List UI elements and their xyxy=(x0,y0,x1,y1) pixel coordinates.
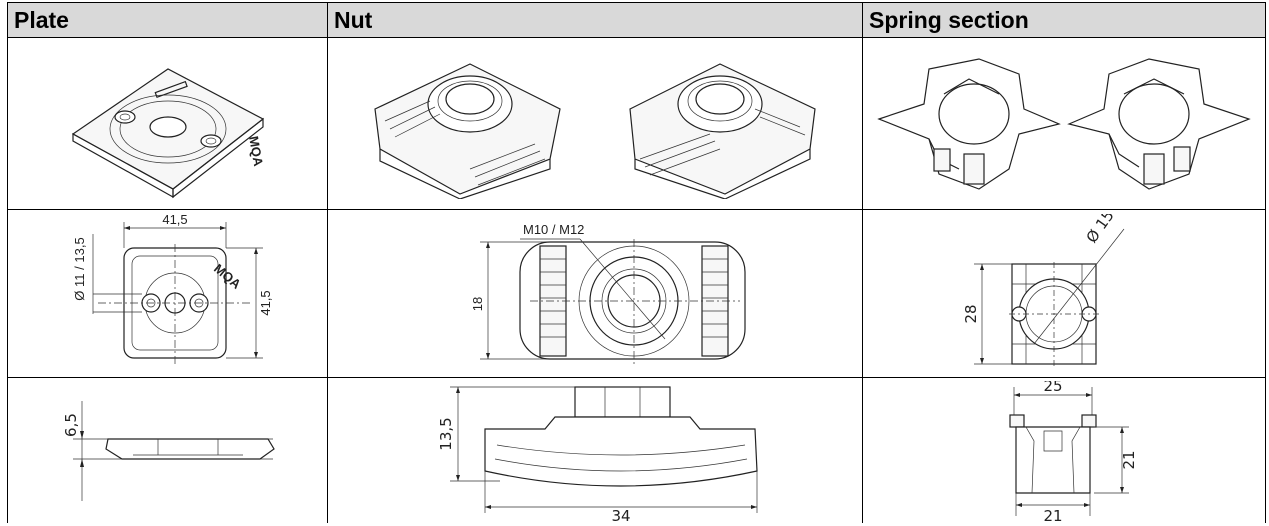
nut-top-view-cell: 18 xyxy=(327,209,863,378)
specification-table: Plate Nut Spring section MQA xyxy=(7,2,1266,523)
nut-thread-label: M10 / M12 xyxy=(523,222,584,237)
header-nut: Nut xyxy=(327,2,863,38)
spring-side-top-width-dimension: 25 xyxy=(1043,381,1062,395)
header-plate: Plate xyxy=(7,2,328,38)
header-spring-section: Spring section xyxy=(862,2,1266,38)
spring-isometric-drawing xyxy=(877,57,1251,190)
plate-marking: MQA xyxy=(246,134,266,167)
plate-side-height-dimension: 6,5 xyxy=(62,413,80,437)
plate-top-view-drawing: 41,5 41,5 Ø 11 / 13,5 MQA xyxy=(72,214,273,364)
isometric-row: MQA xyxy=(7,37,1266,210)
nut-isometric-drawing xyxy=(374,62,816,199)
top-view-row: 41,5 41,5 Ø 11 / 13,5 MQA xyxy=(7,209,1266,378)
nut-side-view-drawing: 13,5 34 xyxy=(437,385,758,521)
spring-top-view-drawing: 28 Ø 15 xyxy=(962,214,1125,366)
nut-top-view-drawing: 18 xyxy=(470,222,746,364)
spring-top-view-cell: 28 Ø 15 xyxy=(862,209,1266,378)
spring-side-bottom-width-dimension: 21 xyxy=(1043,507,1062,521)
spring-side-height-dimension: 21 xyxy=(1120,450,1138,469)
nut-side-length-dimension: 34 xyxy=(611,507,630,521)
spring-side-view-drawing: 25 21 21 xyxy=(1009,381,1138,521)
plate-side-view-drawing: 6,5 xyxy=(62,400,275,501)
spring-height-dimension: 28 xyxy=(962,304,980,323)
plate-top-view-cell: 41,5 41,5 Ø 11 / 13,5 MQA xyxy=(7,209,328,378)
plate-side-view-cell: 6,5 xyxy=(7,377,328,523)
plate-isometric-drawing: MQA xyxy=(71,67,266,198)
nut-side-view-cell: 13,5 34 xyxy=(327,377,863,523)
plate-height-dimension: 41,5 xyxy=(258,290,273,315)
nut-height-dimension: 18 xyxy=(470,296,485,310)
plate-width-dimension: 41,5 xyxy=(162,214,187,227)
plate-isometric-cell: MQA xyxy=(7,37,328,210)
nut-side-height-dimension: 13,5 xyxy=(437,417,455,450)
spring-side-view-cell: 25 21 21 xyxy=(862,377,1266,523)
plate-hole-dimension: Ø 11 / 13,5 xyxy=(72,237,87,300)
spring-diameter-label: Ø 15 xyxy=(1083,214,1118,246)
header-row: Plate Nut Spring section xyxy=(7,2,1266,38)
nut-isometric-cell xyxy=(327,37,863,210)
side-view-row: 6,5 13,5 xyxy=(7,377,1266,523)
spring-isometric-cell xyxy=(862,37,1266,210)
